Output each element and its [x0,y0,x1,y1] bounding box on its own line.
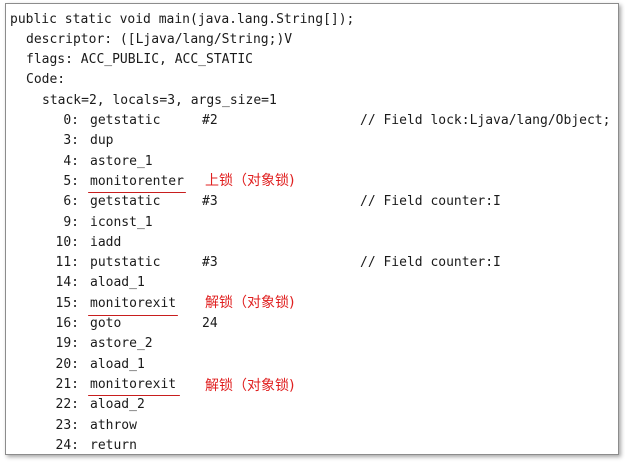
instruction-offset: 6: [63,194,79,210]
instruction-row: 24: return [6,436,616,454]
instruction-offset: 14: [55,275,79,291]
instruction-offset: 11: [55,255,79,271]
code-label: Code: [26,72,66,87]
instruction-row: 14: aload_1 [6,273,616,293]
instruction-comment: // Field counter:I [360,255,501,271]
instruction-row: 6: getstatic #3 // Field counter:I [6,192,616,212]
instruction-row: 20: aload_1 [6,355,616,375]
instruction-opcode: monitorexit [90,295,177,311]
annotation-unlock-2: 解锁（对象锁) [205,378,295,394]
instruction-opcode: iadd [90,234,122,250]
underline-monitorenter [88,192,186,193]
method-flags: flags: ACC_PUBLIC, ACC_STATIC [26,52,253,67]
instruction-opcode: getstatic [90,194,161,210]
instruction-opcode: putstatic [90,255,161,271]
instruction-row: 16: goto 24 [6,314,616,334]
instruction-row: 11: putstatic #3 // Field counter:I [6,253,616,273]
instruction-offset: 10: [55,234,79,250]
instruction-opcode: dup [90,133,114,149]
instruction-row: 22: aload_2 [6,395,616,415]
instruction-opcode: iconst_1 [90,214,153,230]
instruction-offset: 16: [55,316,79,331]
instruction-comment: // Field counter:I [360,194,501,210]
annotation-unlock-1: 解锁（对象锁) [205,295,295,311]
bytecode-panel: public static void main(java.lang.String… [5,3,619,455]
method-descriptor: descriptor: ([Ljava/lang/String;)V [26,32,293,47]
instruction-offset: 23: [55,417,79,433]
instruction-opcode: astore_1 [90,153,153,169]
instruction-comment: // Field lock:Ljava/lang/Object; [360,113,611,128]
instruction-offset: 3: [63,133,79,149]
instruction-arg: #3 [202,255,218,271]
instruction-opcode: astore_2 [90,336,153,352]
instruction-arg: #3 [202,194,218,210]
instruction-row: 15: monitorexit [6,294,616,314]
instruction-offset: 4: [63,153,79,169]
method-signature: public static void main(java.lang.String… [10,12,355,27]
instruction-opcode: monitorexit [90,376,177,392]
stack-info: stack=2, locals=3, args_size=1 [42,93,277,108]
instruction-row: 23: athrow [6,416,616,436]
instruction-row: 21: monitorexit [6,375,616,395]
instruction-opcode: goto [90,316,122,331]
instruction-row: 0: getstatic #2 // Field lock:Ljava/lang/Ob… [6,111,616,131]
instruction-row: 3: dup [6,131,616,151]
instruction-opcode: monitorenter [90,173,184,189]
instruction-offset: 0: [63,113,79,128]
instruction-opcode: aload_1 [90,356,145,372]
instruction-row: 5: monitorenter [6,172,616,192]
instruction-opcode: aload_2 [90,397,145,413]
annotation-lock: 上锁（对象锁) [205,173,295,189]
instruction-opcode: aload_1 [90,275,145,291]
instruction-offset: 9: [63,214,79,230]
instruction-offset: 5: [63,173,79,189]
instruction-arg: 24 [202,316,218,331]
instruction-row: 4: astore_1 [6,152,616,172]
instruction-offset: 20: [55,356,79,372]
instruction-row: 19: astore_2 [6,334,616,354]
instruction-row: 10: iadd [6,233,616,253]
instruction-opcode: athrow [90,417,137,433]
instruction-offset: 15: [55,295,79,311]
instruction-row: 9: iconst_1 [6,213,616,233]
instruction-opcode: getstatic [90,113,161,128]
instruction-offset: 22: [55,397,79,413]
instruction-offset: 24: [55,437,79,453]
underline-monitorexit-1 [88,315,178,316]
instruction-opcode: return [90,437,137,453]
underline-monitorexit-2 [88,395,180,396]
instruction-arg: #2 [202,113,218,128]
instruction-offset: 21: [55,376,79,392]
instruction-offset: 19: [55,336,79,352]
